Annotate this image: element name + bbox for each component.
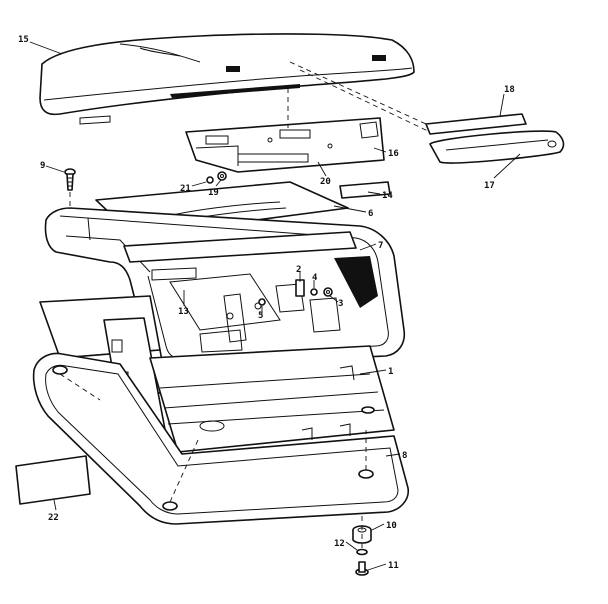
part-label-card xyxy=(15,455,91,505)
callout-9: 9 xyxy=(40,161,45,171)
part-screw-11 xyxy=(355,516,369,576)
callout-16: 16 xyxy=(388,149,399,159)
part-mount-plate xyxy=(185,88,385,173)
callout-14: 14 xyxy=(382,191,393,201)
callout-22: 22 xyxy=(48,513,59,523)
callout-10: 10 xyxy=(386,521,397,531)
part-hardware-2 xyxy=(295,279,305,297)
callout-20: 20 xyxy=(320,177,331,187)
part-base-pan xyxy=(32,352,410,525)
callout-11: 11 xyxy=(388,561,399,571)
part-hardware-3 xyxy=(323,287,333,297)
callout-18: 18 xyxy=(504,85,515,95)
callout-19: 19 xyxy=(208,188,219,198)
callout-15: 15 xyxy=(18,35,29,45)
callout-7: 7 xyxy=(378,241,383,251)
callout-1: 1 xyxy=(388,367,393,377)
callout-13: 13 xyxy=(178,307,189,317)
callout-17: 17 xyxy=(484,181,495,191)
callout-8: 8 xyxy=(402,451,407,461)
part-washer-12 xyxy=(356,548,368,556)
callout-5: 5 xyxy=(258,311,263,321)
part-top-cover xyxy=(39,33,415,125)
part-cover-strip xyxy=(289,61,527,135)
callout-12: 12 xyxy=(334,539,345,549)
part-screw-21 xyxy=(206,176,214,184)
callout-3: 3 xyxy=(338,299,343,309)
part-hinge-bracket xyxy=(429,130,565,164)
leader-lines xyxy=(29,41,521,571)
callout-4: 4 xyxy=(312,273,318,283)
callout-6: 6 xyxy=(368,209,373,219)
part-washer-19 xyxy=(217,171,227,181)
part-hardware-5 xyxy=(258,298,266,306)
callout-21: 21 xyxy=(180,184,191,194)
callout-labels: 15 18 16 17 9 19 21 20 14 6 7 2 4 3 5 13… xyxy=(18,35,515,571)
part-hardware-4 xyxy=(310,288,318,296)
callout-2: 2 xyxy=(296,265,301,275)
